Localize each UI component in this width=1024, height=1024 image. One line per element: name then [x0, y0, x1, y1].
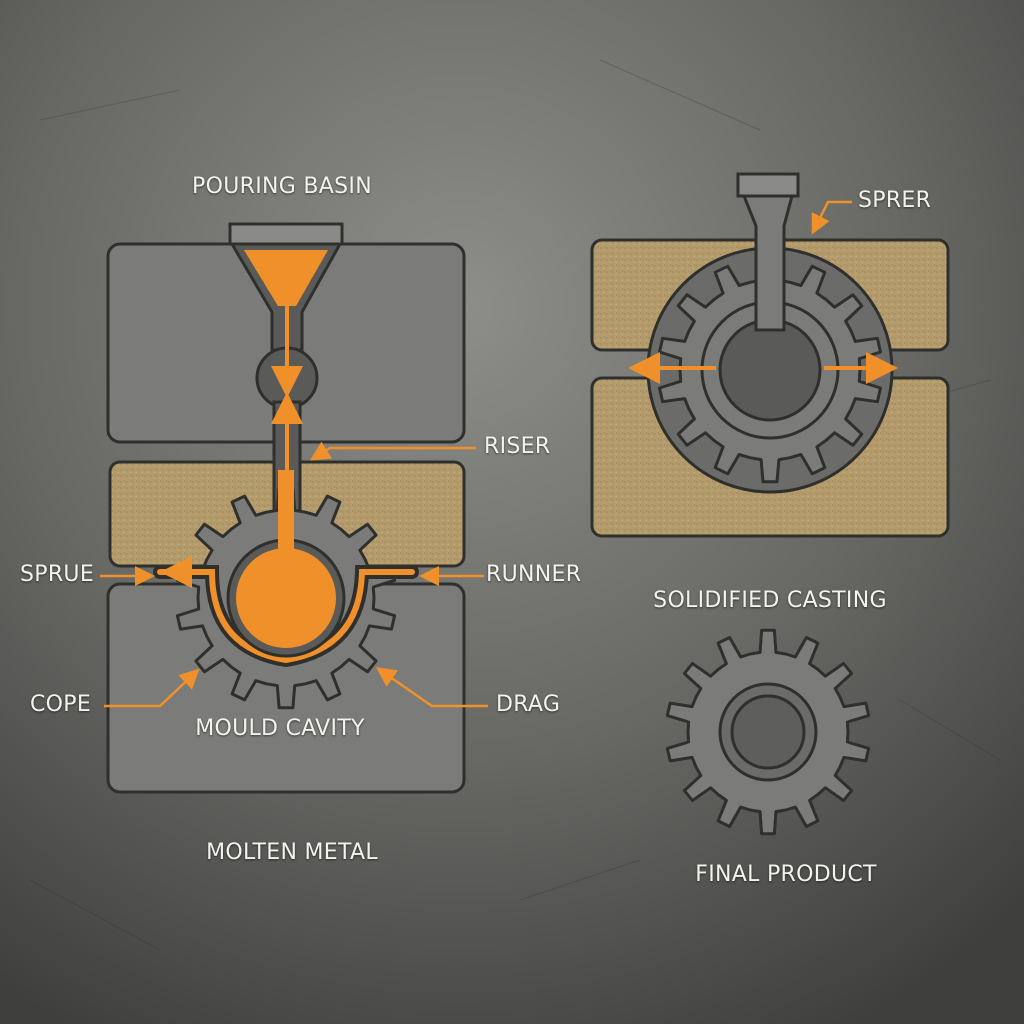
runner-molten	[157, 569, 415, 664]
drag-leader	[375, 667, 488, 708]
molten-metal-core	[236, 548, 336, 648]
label-runner: RUNNER	[486, 562, 582, 587]
label-mould-cavity: MOULD CAVITY	[195, 716, 365, 741]
casting-sprue	[741, 194, 794, 332]
sprer-leader	[811, 200, 852, 235]
label-sprue: SPRUE	[20, 562, 95, 587]
label-drag: DRAG	[496, 692, 561, 717]
label-sprer: SPRER	[858, 188, 932, 213]
molten-in-basin	[244, 250, 328, 306]
label-riser: RISER	[484, 434, 551, 459]
label-pouring-basin: POURING BASIN	[192, 174, 372, 199]
label-final-product: FINAL PRODUCT	[695, 862, 877, 887]
pouring-basin-lip	[228, 222, 344, 246]
label-molten-metal: MOLTEN METAL	[206, 840, 378, 865]
casting-bore	[718, 318, 822, 422]
riser-leader	[309, 441, 476, 461]
casting-basin	[736, 172, 800, 198]
label-solidified-casting: SOLIDIFIED CASTING	[653, 588, 887, 613]
label-cope: COPE	[30, 692, 92, 717]
cope-leader	[104, 668, 200, 708]
molten-in-sprue	[278, 470, 294, 550]
final-gear-bore	[730, 694, 806, 770]
